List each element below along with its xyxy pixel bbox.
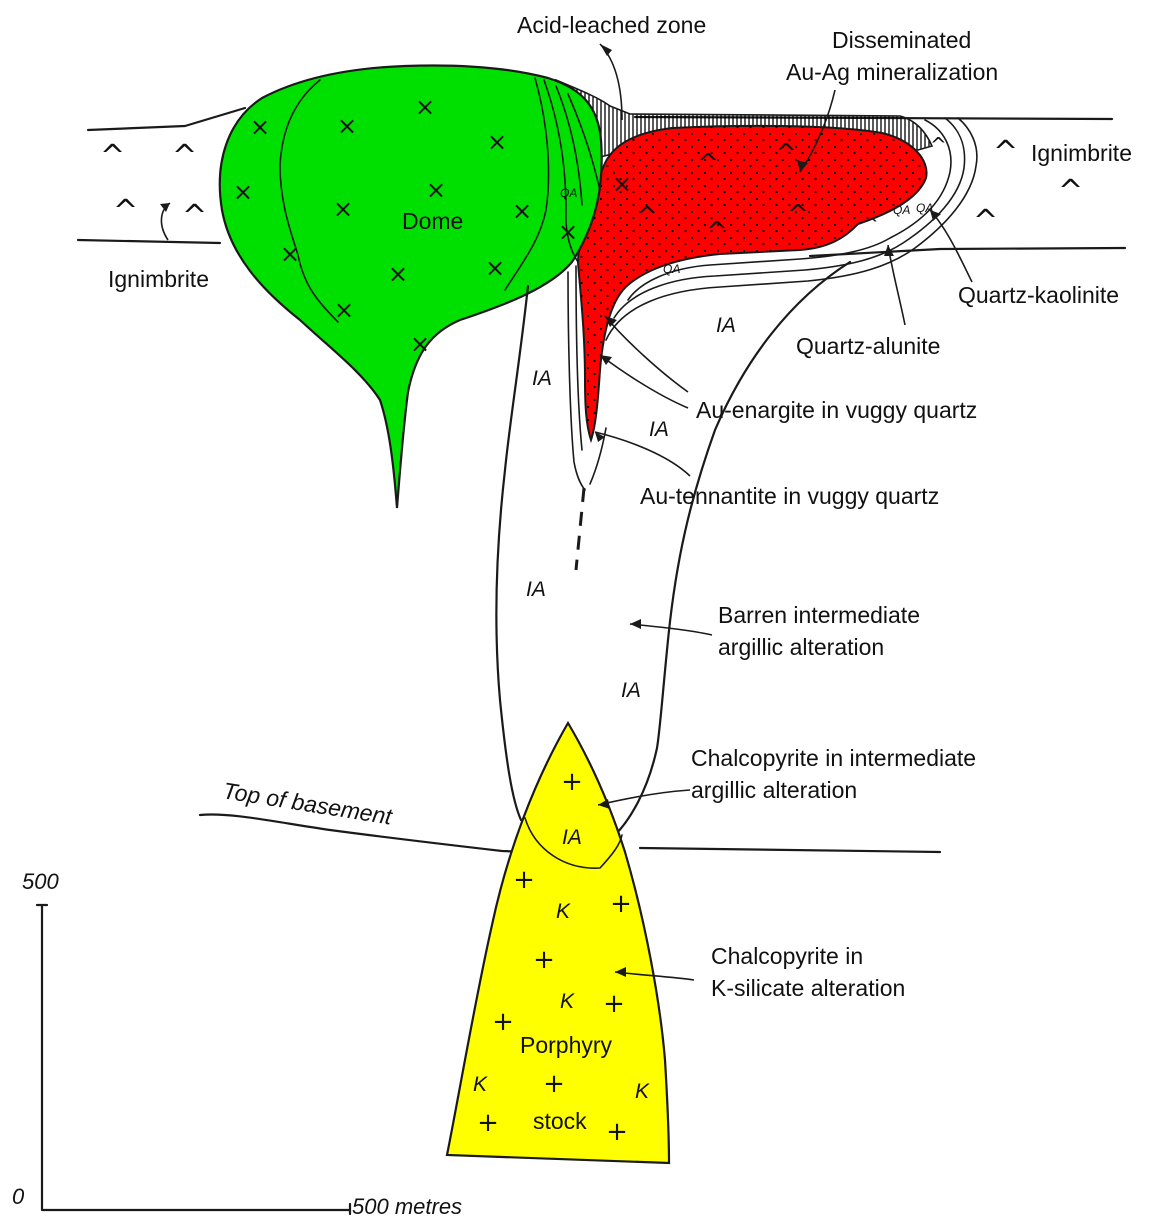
label-chalco-k-line2: K-silicate alteration (711, 975, 905, 1001)
label-dome: Dome (402, 208, 463, 234)
svg-text:^: ^ (1058, 174, 1083, 209)
k-code: K (473, 1073, 488, 1096)
label-stock: stock (533, 1108, 587, 1134)
svg-text:×: × (415, 93, 435, 121)
k-code: K (560, 990, 575, 1013)
svg-text:+: + (561, 767, 583, 797)
svg-text:+: + (603, 989, 625, 1019)
label-acid-leached-zone: Acid-leached zone (517, 12, 706, 38)
svg-text:×: × (426, 176, 446, 204)
svg-text:^: ^ (706, 217, 728, 247)
dome-body (220, 66, 602, 509)
label-disseminated: Disseminated (832, 27, 971, 53)
svg-text:^: ^ (182, 199, 207, 234)
label-au-enargite: Au-enargite in vuggy quartz (696, 397, 977, 423)
qa-code: QA (663, 262, 680, 276)
qa-code: QA (560, 186, 577, 200)
label-chalco-ia-line1: Chalcopyrite in intermediate (691, 745, 976, 771)
label-porphyry: Porphyry (520, 1032, 613, 1058)
scale-vertical-top: 500 (22, 869, 59, 894)
svg-text:×: × (337, 112, 357, 140)
svg-text:×: × (410, 330, 430, 358)
label-quartz-alunite: Quartz-alunite (796, 333, 940, 359)
ia-code: IA (526, 578, 546, 601)
svg-text:+: + (513, 865, 535, 895)
label-chalco-k-line1: Chalcopyrite in (711, 943, 863, 969)
label-quartz-kaolinite: Quartz-kaolinite (958, 282, 1119, 308)
scale-bar: 500 0 500 metres (12, 869, 462, 1218)
svg-text:+: + (533, 945, 555, 975)
k-code: K (556, 900, 571, 923)
svg-text:+: + (492, 1007, 514, 1037)
label-ignimbrite-left: Ignimbrite (108, 266, 209, 292)
svg-text:+: + (543, 1069, 565, 1099)
label-top-of-basement: Top of basement (221, 777, 395, 830)
ia-code: IA (621, 679, 641, 702)
qa-code: QA (916, 201, 933, 215)
ia-code: IA (716, 314, 736, 337)
scale-horizontal: 500 metres (352, 1194, 462, 1218)
label-au-ag-mineralization: Au-Ag mineralization (786, 59, 998, 85)
svg-text:×: × (250, 113, 270, 141)
label-barren-line1: Barren intermediate (718, 602, 920, 628)
qa-code: QA (893, 203, 910, 217)
svg-text:+: + (477, 1108, 499, 1138)
svg-text:×: × (612, 170, 632, 198)
svg-text:+: + (606, 1117, 628, 1147)
ia-code: IA (649, 418, 669, 441)
k-code: K (635, 1080, 650, 1103)
svg-text:^: ^ (697, 149, 719, 179)
svg-text:^: ^ (172, 139, 197, 174)
svg-text:×: × (334, 296, 354, 324)
svg-text:^: ^ (775, 139, 797, 169)
ia-code: IA (562, 826, 582, 849)
svg-text:×: × (558, 218, 578, 246)
svg-text:^: ^ (993, 135, 1018, 170)
label-au-tennantite: Au-tennantite in vuggy quartz (640, 483, 939, 509)
svg-text:×: × (333, 195, 353, 223)
scale-origin: 0 (12, 1184, 25, 1209)
svg-text:×: × (512, 197, 532, 225)
svg-text:^: ^ (636, 202, 658, 232)
svg-text:×: × (388, 260, 408, 288)
svg-text:×: × (485, 254, 505, 282)
svg-text:+: + (610, 889, 632, 919)
label-ignimbrite-right: Ignimbrite (1031, 140, 1132, 166)
svg-text:^: ^ (100, 139, 125, 174)
feeder-dashed-line (576, 488, 584, 570)
svg-text:×: × (487, 128, 507, 156)
label-chalco-ia-line2: argillic alteration (691, 777, 857, 803)
ia-code: IA (532, 367, 552, 390)
svg-text:^: ^ (973, 204, 998, 239)
svg-text:×: × (233, 178, 253, 206)
svg-text:^: ^ (787, 200, 809, 230)
label-barren-line2: argillic alteration (718, 634, 884, 660)
svg-text:×: × (280, 240, 300, 268)
svg-text:^: ^ (113, 194, 138, 229)
